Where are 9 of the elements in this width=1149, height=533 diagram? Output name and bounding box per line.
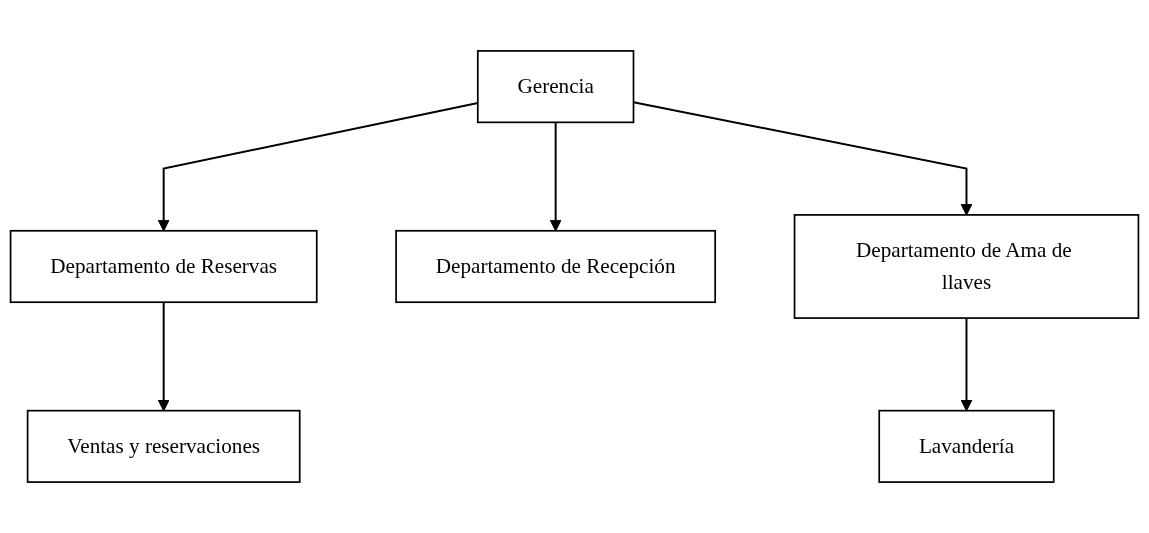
node-box: Departamento de Ama de llaves: [793, 214, 1140, 319]
node-box: Lavandería: [878, 409, 1055, 483]
node-box: Gerencia: [476, 50, 635, 124]
arrow: [549, 121, 562, 232]
arrow: [960, 317, 973, 412]
node-box: Departamento de Recepción: [395, 229, 717, 304]
node-box: Departamento de Reservas: [9, 229, 318, 304]
arrow: [157, 301, 170, 412]
node-box: Ventas y reservaciones: [26, 409, 301, 483]
